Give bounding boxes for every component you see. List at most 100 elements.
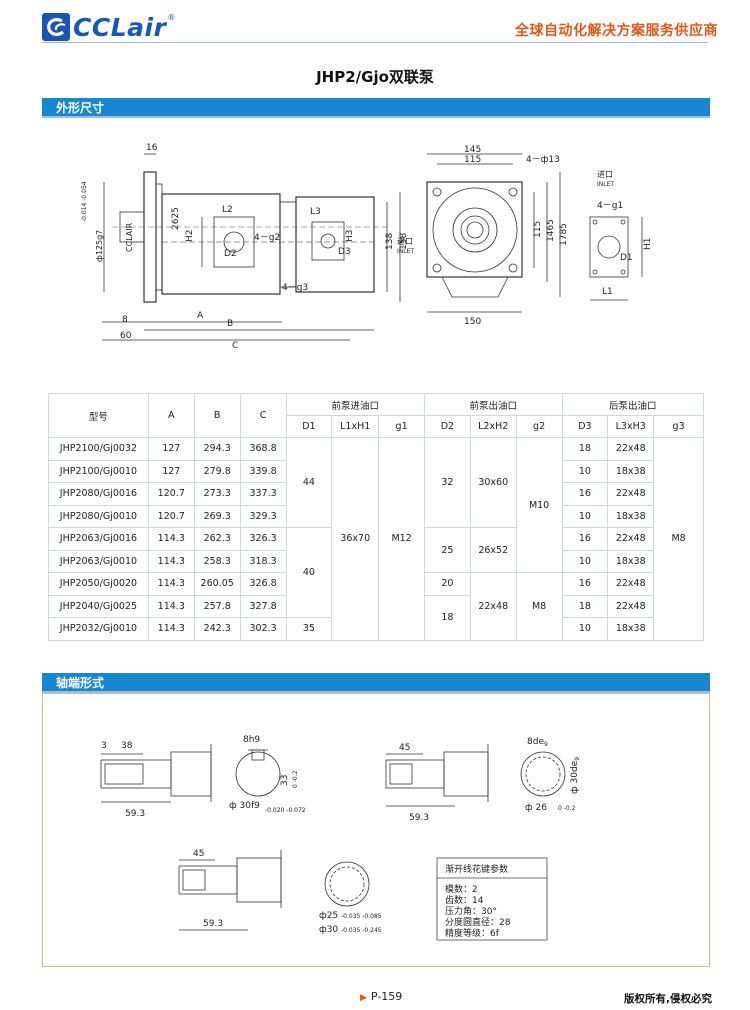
cell-a: 120.7 xyxy=(147,504,195,528)
dim-l2: L2 xyxy=(222,205,233,215)
cell-model: JHP2032/Gj0010 xyxy=(48,617,149,641)
col-header-c: C xyxy=(239,393,287,438)
dim-2625: 2625 xyxy=(171,207,181,230)
cell-d2: 25 xyxy=(424,527,471,573)
cell-b: 273.3 xyxy=(193,482,241,506)
table-row: JHP2080/Gj0016 120.7 273.3 337.3 16 22x4… xyxy=(48,482,704,506)
inlet-detail-cn: 进口 xyxy=(597,170,613,179)
cell-c: 302.3 xyxy=(239,617,287,641)
s2-tol-phi26: 0 -0.2 xyxy=(558,805,576,812)
col-header-g1: g1 xyxy=(378,415,425,438)
dim-l1: L1 xyxy=(602,287,613,297)
col-header-b: B xyxy=(193,393,241,438)
cell-d3: 16 xyxy=(561,572,609,596)
s1-dim-38: 38 xyxy=(121,741,133,751)
cell-l1h1: 36x70 xyxy=(331,437,380,641)
cell-d1: 40 xyxy=(285,527,333,618)
cell-b: 294.3 xyxy=(193,437,241,461)
cell-a: 127 xyxy=(147,459,195,483)
dim-b: B xyxy=(227,319,233,329)
col-header-l1h1: L1xH1 xyxy=(331,415,380,438)
cell-model: JHP2100/Gj0032 xyxy=(48,437,149,461)
cell-l2h2: 22x48 xyxy=(469,572,517,641)
spline-param-line: 齿数：14 xyxy=(445,894,484,906)
cell-model: JHP2080/Gj0016 xyxy=(48,482,149,506)
s1-dim-phi30: ф 30f9 xyxy=(229,801,260,811)
table-row: JHP2080/Gj0010 120.7 269.3 329.3 10 18x3… xyxy=(48,504,704,528)
cell-a: 114.3 xyxy=(147,594,195,618)
spline-params-title: 渐开线花键参数 xyxy=(445,863,508,875)
col-group-front-outlet: 前泵出油口 xyxy=(424,393,563,416)
cell-b: 269.3 xyxy=(193,504,241,528)
cell-g3: M8 xyxy=(653,437,704,641)
dim-d1: D1 xyxy=(620,253,633,263)
col-header-a: A xyxy=(147,393,195,438)
dim-4-g1: 4－g1 xyxy=(597,201,623,211)
logo-text: CCLair xyxy=(73,12,167,42)
cell-g2: M8 xyxy=(515,572,563,641)
cell-model: JHP2080/Gj0010 xyxy=(48,504,149,528)
inlet-detail-en: INLET xyxy=(597,181,614,188)
s2-dim-8de: 8de9 xyxy=(527,737,548,748)
s2-dim-593: 59.3 xyxy=(409,813,429,823)
cell-b: 258.3 xyxy=(193,549,241,573)
cell-l3h3: 18x38 xyxy=(607,617,655,641)
cell-b: 242.3 xyxy=(193,617,241,641)
triangle-right-icon: ▶ xyxy=(360,993,367,1003)
s2-dim-phi30: ф 30de9 xyxy=(570,757,581,794)
cell-c: 368.8 xyxy=(239,437,287,461)
cell-d1: 44 xyxy=(285,437,333,528)
s1-tol-33: 0 -0.2 xyxy=(292,770,299,788)
dim-g3: 4－g3 xyxy=(282,283,308,293)
cell-d2: 18 xyxy=(424,594,471,641)
cell-a: 114.3 xyxy=(147,617,195,641)
spline-param-line: 分度圆直径：28 xyxy=(445,916,511,928)
cell-c: 329.3 xyxy=(239,504,287,528)
dim-1785: 1785 xyxy=(559,223,569,246)
cell-d3: 16 xyxy=(561,527,609,551)
shaft-spline-2 xyxy=(178,850,370,931)
s1-dim-593: 59.3 xyxy=(125,809,145,819)
section-bar-dimensions: 外形尺寸 xyxy=(42,98,710,118)
registered-mark: ® xyxy=(167,12,176,22)
side-view xyxy=(102,153,401,341)
page-number-text: P-159 xyxy=(370,990,403,1003)
cell-b: 257.8 xyxy=(193,594,241,618)
cell-d3: 10 xyxy=(561,504,609,528)
shaft-keyed xyxy=(100,744,281,803)
col-header-l2h2: L2xH2 xyxy=(469,415,517,438)
dim-158: 158 xyxy=(399,233,409,250)
dim-16: 16 xyxy=(146,143,158,153)
dim-h2: H2 xyxy=(185,230,195,243)
spline-param-line: 模数：2 xyxy=(445,883,478,895)
col-header-d3: D3 xyxy=(561,415,609,438)
cell-model: JHP2063/Gj0010 xyxy=(48,549,149,573)
cclair-logo-icon xyxy=(42,13,70,41)
dim-c: C xyxy=(232,341,238,351)
s3-dim-phi25: ф25 xyxy=(319,911,338,921)
cell-g2: M10 xyxy=(515,437,563,573)
section-title-shaft: 轴端形式 xyxy=(56,676,105,690)
cell-b: 260.05 xyxy=(193,572,241,596)
outline-drawing: 16 2625 H2 L2 4－g2 D2 L3 H3 D3 4－g3 138 … xyxy=(81,143,653,351)
dim-150: 150 xyxy=(464,317,481,327)
cell-l3h3: 22x48 xyxy=(607,572,655,596)
col-header-d1: D1 xyxy=(285,415,333,438)
cell-l3h3: 22x48 xyxy=(607,594,655,618)
cell-l3h3: 22x48 xyxy=(607,437,655,461)
brand-logo: CCLair ® xyxy=(42,12,176,42)
table-row: JHP2032/Gj0010 114.3 242.3 302.3 35 10 1… xyxy=(48,617,704,641)
shaft-diameter-label: ф125g7 xyxy=(95,230,104,262)
spline-param-line: 精度等级：6f xyxy=(445,927,500,939)
cell-l3h3: 18x38 xyxy=(607,504,655,528)
dim-d2: D2 xyxy=(224,249,237,259)
col-header-g2: g2 xyxy=(515,415,563,438)
s2-dim-45: 45 xyxy=(399,743,410,753)
dim-h1: H1 xyxy=(643,238,653,251)
cell-a: 114.3 xyxy=(147,527,195,551)
inlet-label-en: INLET xyxy=(397,248,414,255)
cell-d3: 10 xyxy=(561,549,609,573)
s1-dim-33: 33 xyxy=(280,775,290,786)
s3-tol-phi25: -0.035 -0.085 xyxy=(341,913,382,920)
dim-8: 8 xyxy=(122,315,128,325)
